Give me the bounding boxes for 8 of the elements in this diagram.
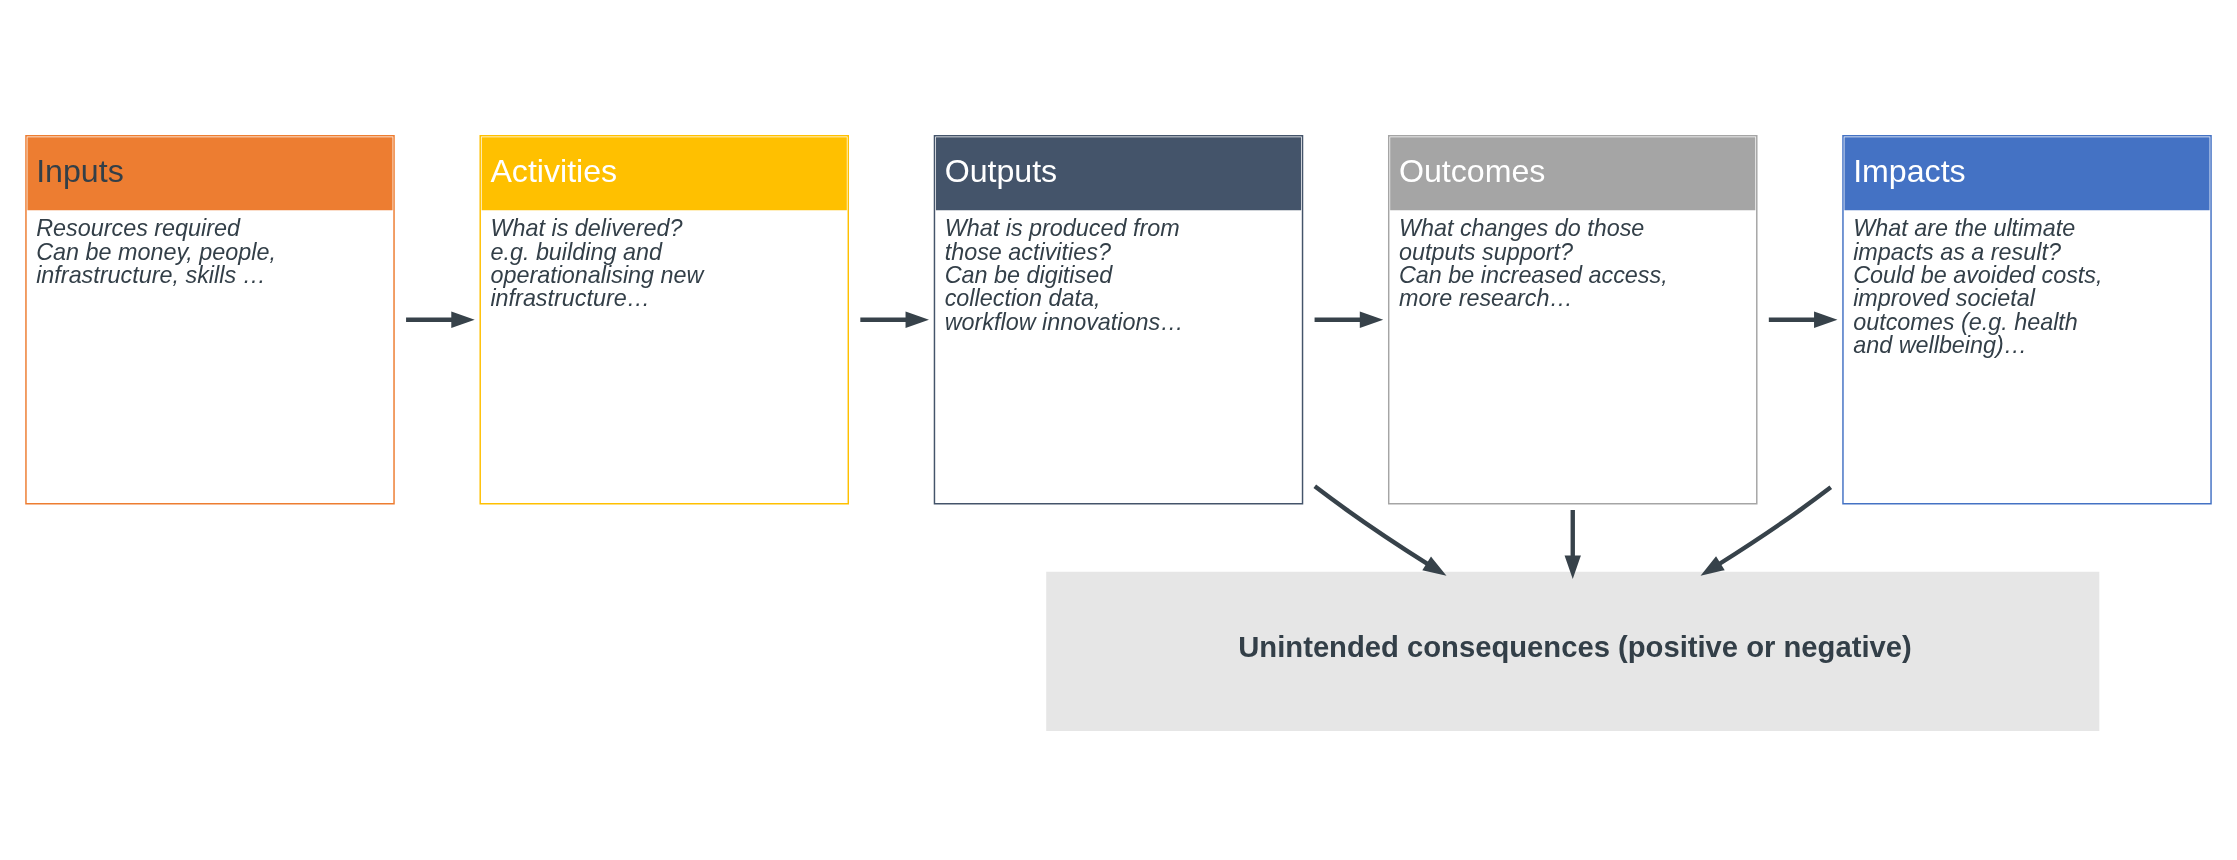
arrow xyxy=(1313,484,1447,576)
arrow xyxy=(860,311,929,328)
arrow xyxy=(406,311,475,328)
arrow xyxy=(1768,311,1838,328)
node-box: Unintended consequences (positive or negative) xyxy=(1046,571,2100,731)
arrow xyxy=(1700,485,1833,576)
arrow xyxy=(1564,509,1581,579)
arrow xyxy=(1314,311,1384,328)
